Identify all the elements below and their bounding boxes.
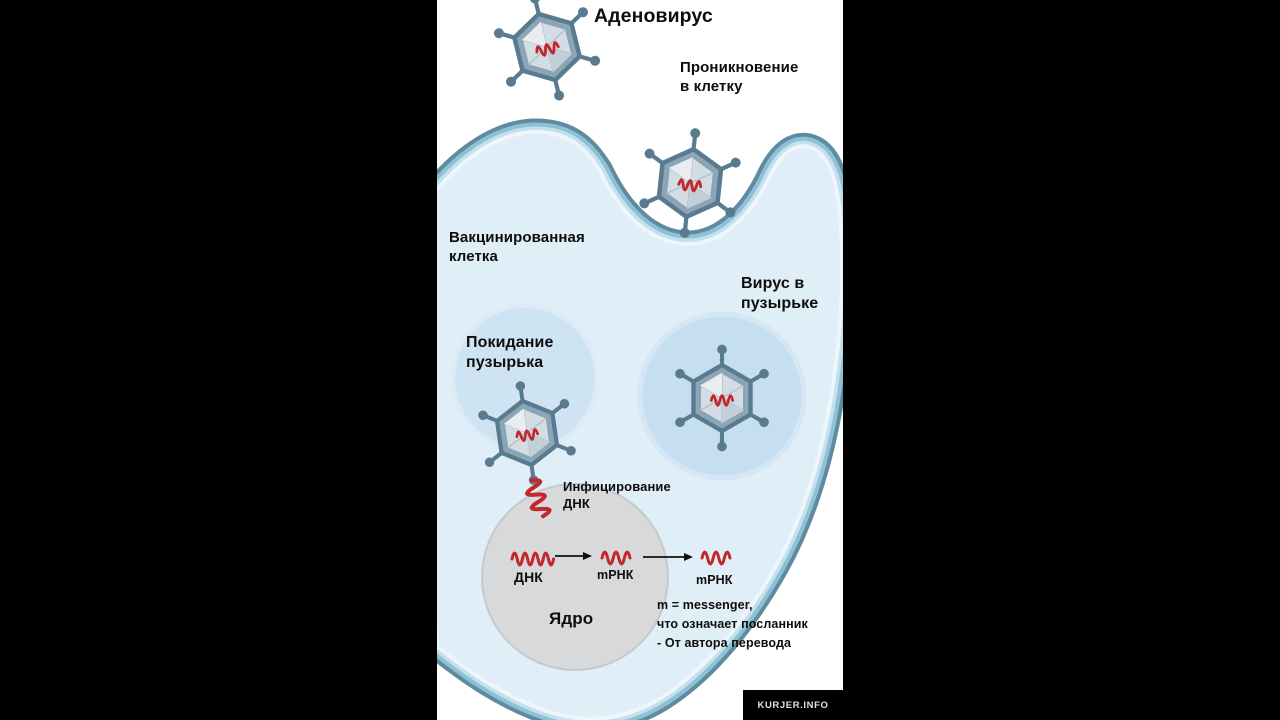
label-mrna-cytoplasm: mРНК — [696, 573, 733, 587]
adenovirus-free-icon — [487, 0, 607, 112]
label-dna: ДНК — [514, 569, 543, 585]
diagram-title: Аденовирус — [594, 5, 713, 27]
label-penetration: Проникновение в клетку — [680, 59, 799, 96]
label-mrna-nucleus: mРНК — [597, 568, 634, 582]
arrow-dna-to-mrna — [555, 552, 592, 560]
label-dna-infection: Инфицирование ДНК — [563, 479, 671, 511]
watermark-text: KURJER.INFO — [757, 699, 829, 711]
translator-note: m = messenger, что означает посланник - … — [657, 598, 808, 650]
label-virus-in-vesicle: Вирус в пузырьке — [741, 275, 819, 313]
nucleus-body — [481, 483, 669, 671]
label-leaving-vesicle: Покидание пузырька — [466, 334, 554, 372]
label-nucleus: Ядро — [549, 609, 594, 628]
diagram-art — [437, 0, 843, 720]
label-vaccinated-cell: Вакцинированная клетка — [449, 229, 585, 266]
diagram-panel: Аденовирус Проникновение в клетку Вакцин… — [437, 0, 843, 720]
arrow-mrna-export — [643, 553, 693, 561]
watermark-box: KURJER.INFO — [743, 690, 843, 720]
